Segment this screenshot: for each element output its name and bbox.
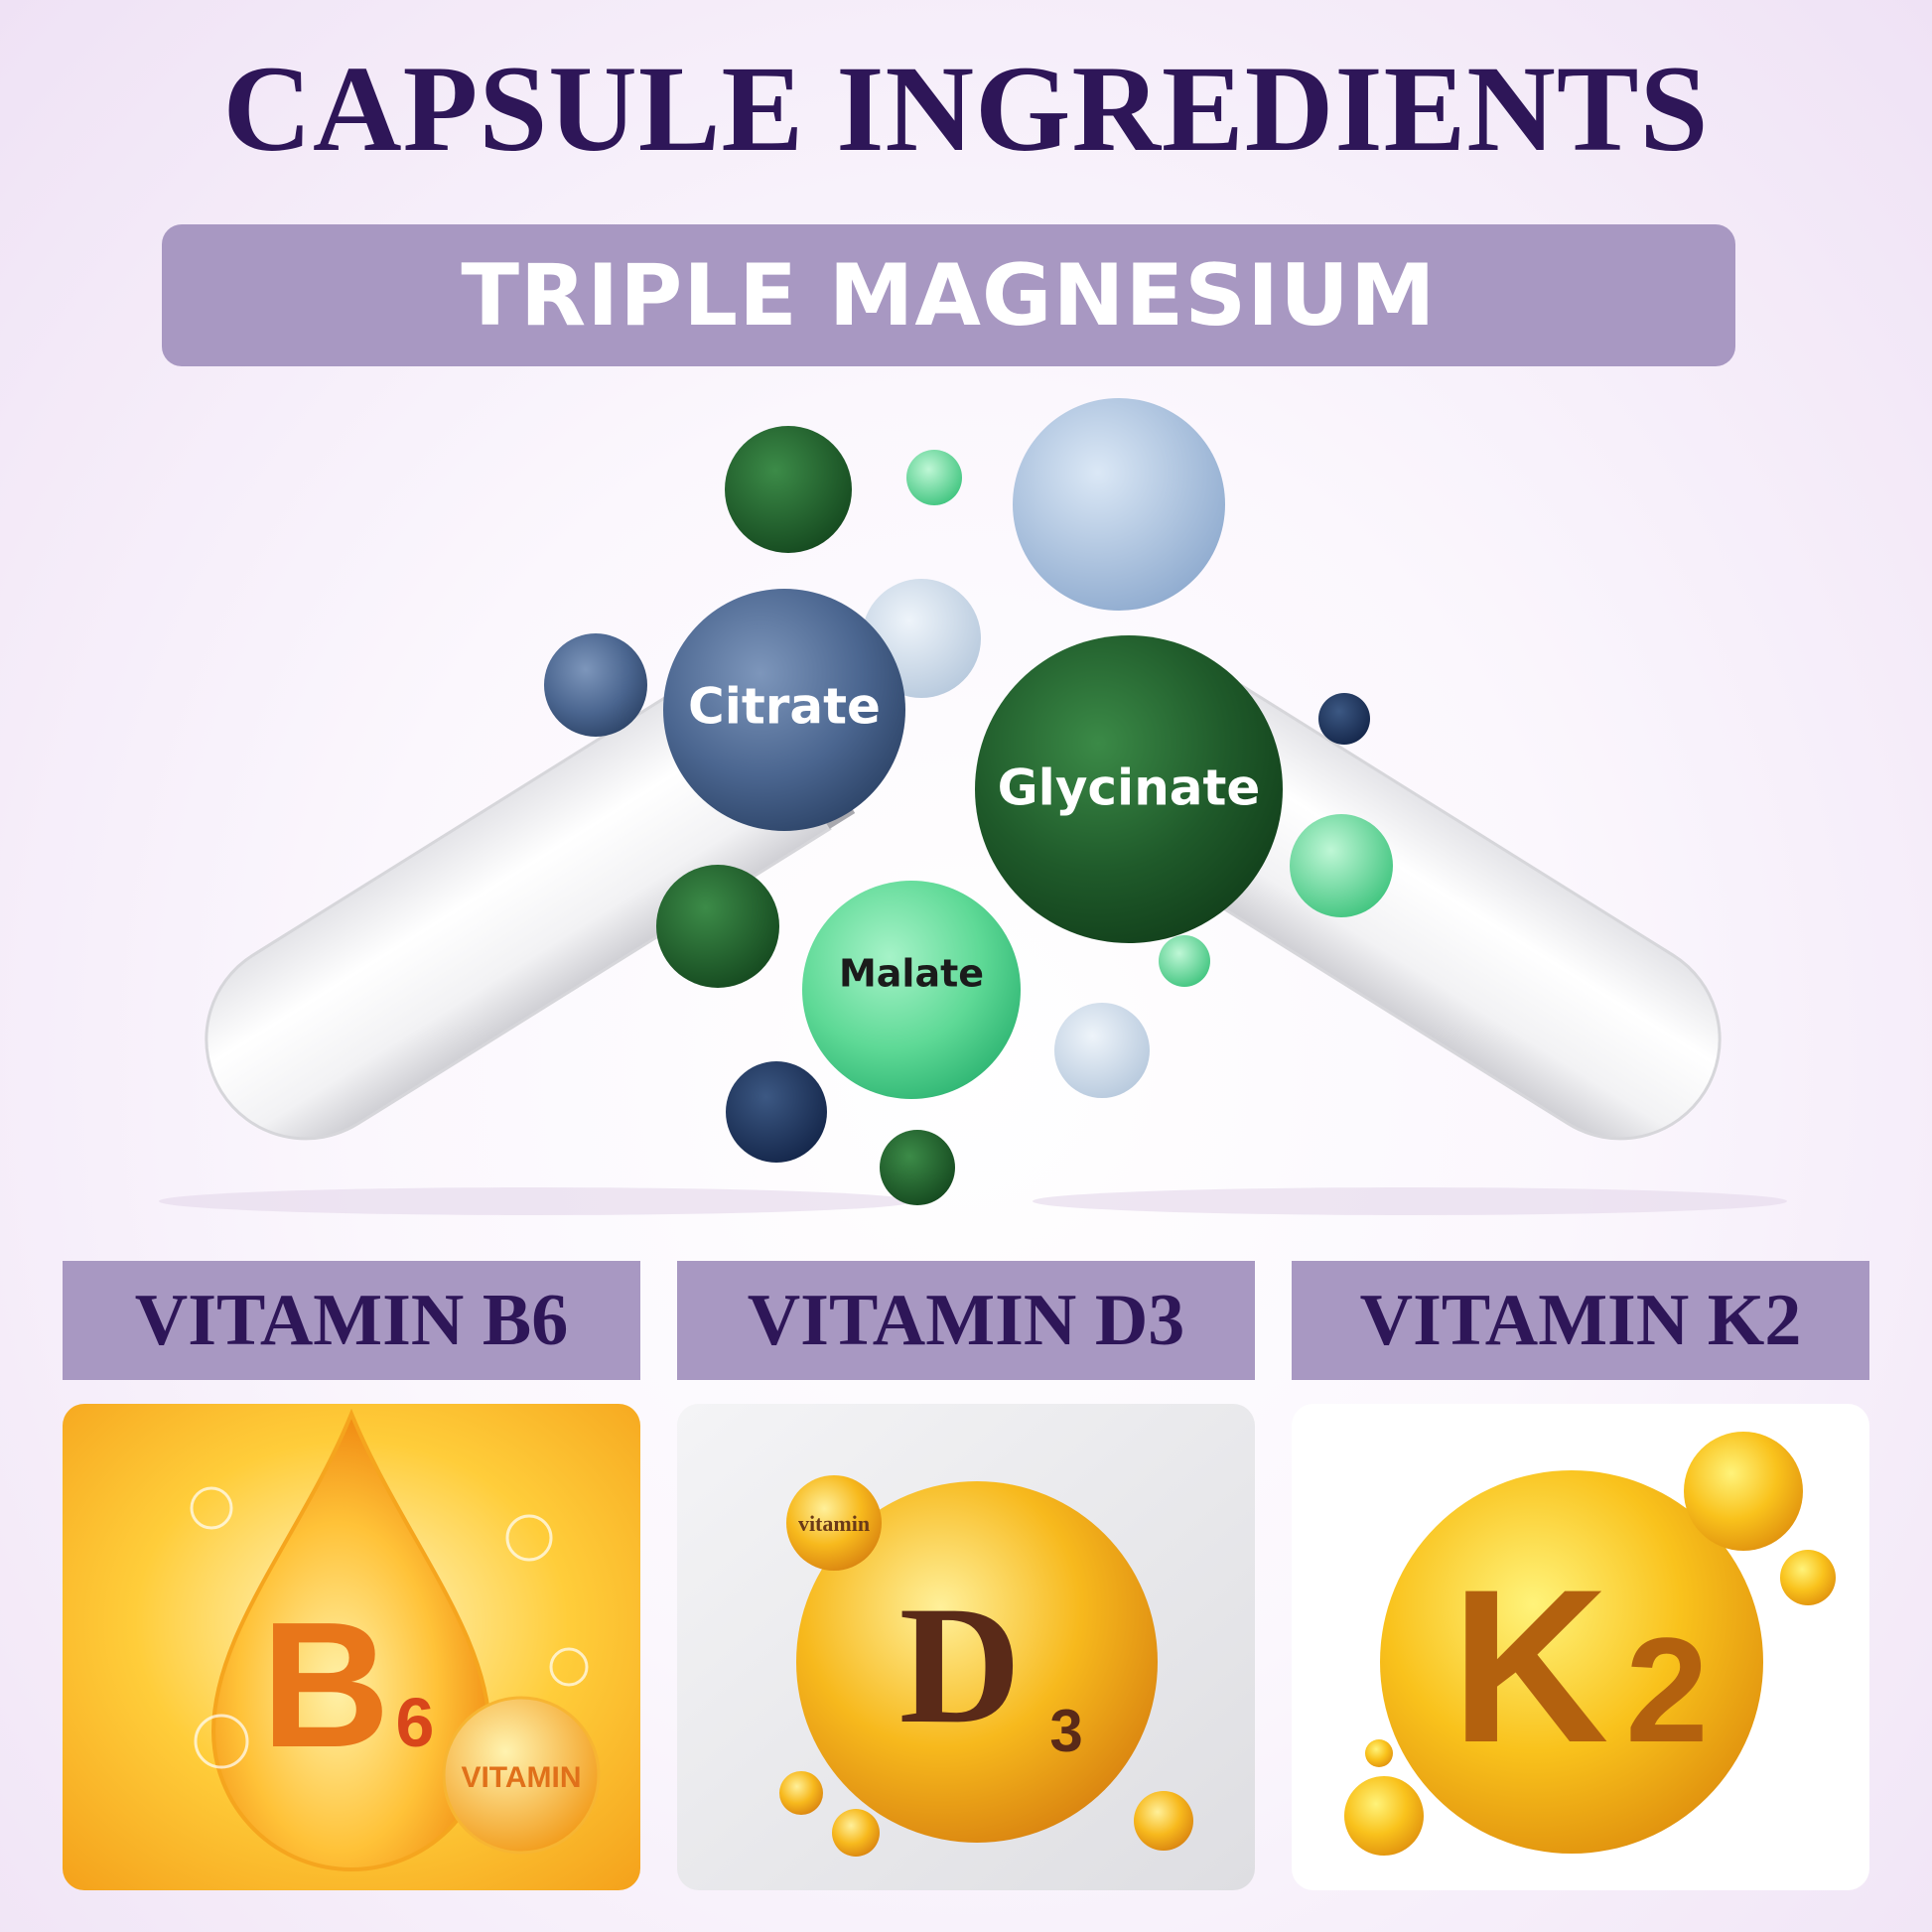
bubble (725, 426, 852, 553)
bubble (1318, 693, 1370, 745)
bubble (726, 1061, 827, 1163)
bubble (1159, 935, 1210, 987)
d3-main-ball (796, 1481, 1158, 1843)
k2-letter: K (1451, 1544, 1609, 1788)
b6-subscript: 6 (396, 1684, 435, 1761)
citrate-bubble (663, 589, 905, 831)
malate-label: Malate (839, 952, 984, 996)
glycinate-bubble (975, 635, 1283, 943)
bubble (880, 1130, 955, 1205)
malate-bubble (802, 881, 1021, 1099)
vitamin-b6-tile: B 6 VITAMIN (63, 1404, 640, 1890)
subtitle-text: TRIPLE MAGNESIUM (461, 245, 1437, 345)
vitamin-k2-tile: K 2 (1292, 1404, 1869, 1890)
citrate-label: Citrate (688, 678, 881, 736)
d3-vitamin-tag: vitamin (798, 1511, 870, 1536)
bubble (656, 865, 779, 988)
bubble (1013, 398, 1225, 611)
b6-letter: B (261, 1586, 390, 1785)
subtitle-banner: TRIPLE MAGNESIUM (162, 224, 1735, 366)
bubble (1290, 814, 1393, 917)
vitamin-b6-label: VITAMIN B6 (63, 1261, 640, 1380)
d3-subscript: 3 (1049, 1698, 1082, 1764)
vitamin-d3-label: VITAMIN D3 (677, 1261, 1255, 1380)
b6-vitamin-ball (442, 1696, 601, 1855)
d3-small-ball (786, 1475, 882, 1571)
k2-main-ball (1380, 1470, 1763, 1854)
page-title: CAPSULE INGREDIENTS (222, 41, 1710, 177)
vitamin-k2-label: VITAMIN K2 (1292, 1261, 1869, 1380)
d3-letter: D (899, 1572, 1022, 1758)
bubble (906, 450, 962, 505)
capsule-illustration: Citrate Glycinate Malate (159, 398, 1787, 1215)
b6-vitamin-tag: VITAMIN (461, 1761, 581, 1794)
k2-subscript: 2 (1625, 1606, 1708, 1773)
glycinate-label: Glycinate (998, 759, 1261, 817)
bubble (544, 633, 647, 737)
vitamin-d3-tile: vitamin D 3 (677, 1404, 1255, 1890)
bubble (1054, 1003, 1150, 1098)
